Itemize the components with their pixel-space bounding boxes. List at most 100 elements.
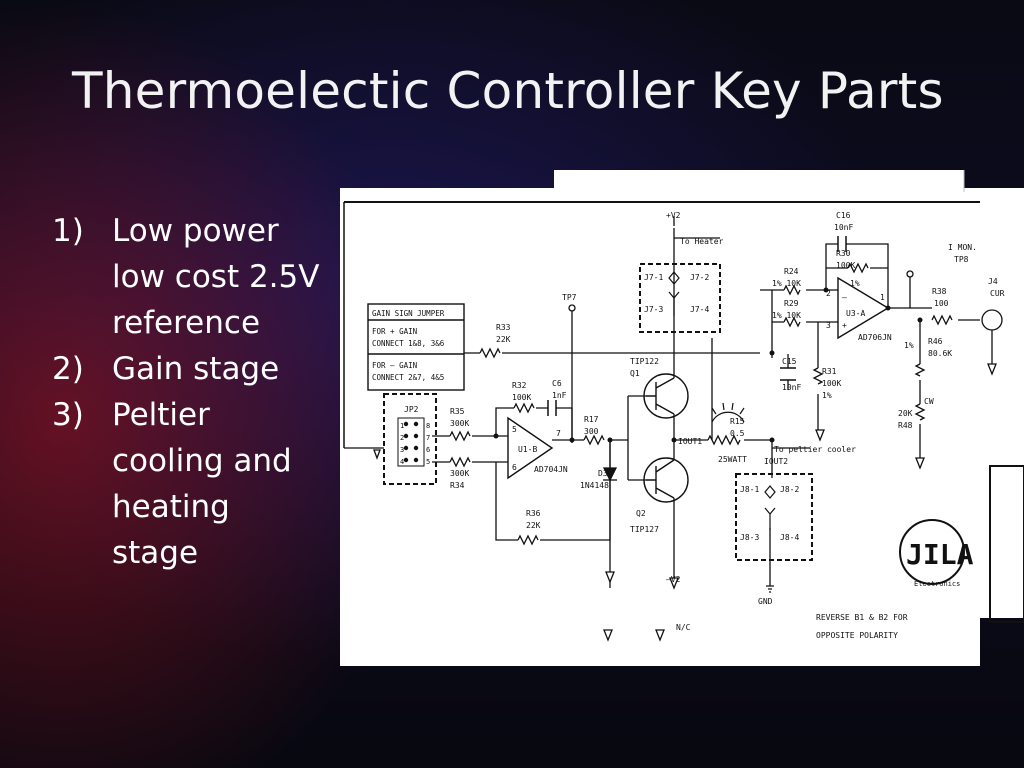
r48-symbol <box>914 403 926 421</box>
tp8-symbol <box>906 270 914 278</box>
j7-box <box>639 263 721 333</box>
label-gnd: GND <box>758 597 773 606</box>
label-tp8: TP8 <box>954 255 969 264</box>
r36-symbol <box>517 534 539 546</box>
q2-symbol <box>643 457 689 503</box>
j4-symbol <box>981 309 1003 331</box>
jp2-frame <box>397 417 425 467</box>
schematic-paper-right <box>980 188 1024 618</box>
bullet-text: Peltier cooling and heating stage <box>112 397 292 571</box>
label-r32: R32 <box>512 381 527 390</box>
schematic-svg: JILA Electronics +V2 To Heater J7-1 J7-2… <box>340 170 1024 666</box>
diode-d3 <box>602 467 618 482</box>
label-pin7: 7 <box>556 429 561 438</box>
label-cur: CUR <box>990 289 1005 298</box>
bullet-number: 2) <box>52 351 84 387</box>
label-r46-value: 80.6K <box>928 349 952 358</box>
label-r31-value: 100K <box>822 379 841 388</box>
label-to-peltier: To peltier cooler <box>774 445 856 454</box>
gain-jumper-table <box>367 303 465 391</box>
label-gain-minus-1: FOR – GAIN <box>372 361 417 370</box>
test-points <box>568 270 1003 331</box>
label-j8-2: J8-2 <box>780 485 799 494</box>
r33-symbol <box>479 347 501 359</box>
r31-symbol <box>812 367 824 385</box>
label-r36: R36 <box>526 509 541 518</box>
label-r30: R30 <box>836 249 851 258</box>
label-q1: Q1 <box>630 369 640 378</box>
logo-letters: JILA <box>906 538 974 571</box>
label-jp-7: 7 <box>426 434 430 442</box>
jack-arrows <box>668 271 776 530</box>
label-r33-value: 22K <box>496 335 511 344</box>
label-jp2: JP2 <box>404 405 419 414</box>
label-j7-1: J7-1 <box>644 273 663 282</box>
label-r34: R34 <box>450 481 465 490</box>
label-jp-3: 3 <box>400 446 404 454</box>
jp2-box <box>383 393 437 485</box>
label-j8-1: J8-1 <box>740 485 759 494</box>
label-pin6: 6 <box>512 463 517 472</box>
label-r38-value: 100 <box>934 299 949 308</box>
label-r46: R46 <box>928 337 943 346</box>
opamps <box>507 276 890 480</box>
label-r29-value: 1% 10K <box>772 311 801 320</box>
bullet-text: Low power low cost 2.5V reference <box>112 213 320 341</box>
j8-box <box>735 473 813 561</box>
label-r15-watt: 25WATT <box>718 455 747 464</box>
label-r38: R38 <box>932 287 947 296</box>
ground-symbols <box>373 363 997 642</box>
wires <box>344 216 993 588</box>
r34-symbol <box>449 456 471 468</box>
label-cw: CW <box>924 397 934 406</box>
label-r17: R17 <box>584 415 599 424</box>
label-u3a: U3-A <box>846 309 865 318</box>
label-v2-pos: +V2 <box>666 211 681 220</box>
bullet-list: 1) Low power low cost 2.5V reference 2) … <box>52 208 324 576</box>
label-r48-value: 20K <box>898 409 913 418</box>
jila-logo: JILA Electronics <box>899 519 974 588</box>
label-ad704: AD704JN <box>534 465 568 474</box>
r17-symbol <box>583 434 605 446</box>
junction-dots <box>493 287 923 443</box>
label-r35-value: 300K <box>450 419 469 428</box>
label-pin3: 3 <box>826 321 831 330</box>
label-r33: R33 <box>496 323 511 332</box>
label-gain-plus-1: FOR + GAIN <box>372 327 417 336</box>
label-reverse-note: REVERSE B1 & B2 FOR <box>816 613 908 622</box>
r35-symbol <box>449 430 471 442</box>
label-r30-tol: 1% <box>850 279 860 288</box>
label-jp-5: 5 <box>426 458 430 466</box>
label-c16: C16 <box>836 211 851 220</box>
resistors <box>449 262 953 546</box>
label-r31-tol: 1% <box>822 391 832 400</box>
slide-title: Thermoelectic Controller Key Parts <box>72 62 944 120</box>
bullet-number: 1) <box>52 213 84 249</box>
label-r15-value: 0.5 <box>730 429 745 438</box>
label-iout1: IOUT1 <box>678 437 702 446</box>
label-r29: R29 <box>784 299 799 308</box>
label-r15: R15 <box>730 417 745 426</box>
label-r24: R24 <box>784 267 799 276</box>
label-jp-1: 1 <box>400 422 404 430</box>
label-c15: C15 <box>782 357 797 366</box>
label-tp7: TP7 <box>562 293 577 302</box>
r24-symbol <box>783 284 801 296</box>
label-j8-4: J8-4 <box>780 533 799 542</box>
label-pin-plus: + <box>842 321 847 330</box>
label-d3: D3 <box>598 469 608 478</box>
bullet-item: 3) Peltier cooling and heating stage <box>52 392 324 576</box>
label-r36-value: 22K <box>526 521 541 530</box>
label-jp-8: 8 <box>426 422 430 430</box>
label-r31: R31 <box>822 367 837 376</box>
right-box <box>989 465 1024 623</box>
label-r32-value: 100K <box>512 393 531 402</box>
label-j7-3: J7-3 <box>644 305 663 314</box>
u3a-symbol <box>837 276 890 340</box>
label-jp-6: 6 <box>426 446 430 454</box>
label-tip127: TIP127 <box>630 525 659 534</box>
label-r46-tol: 1% <box>904 341 914 350</box>
schematic-paper-top <box>554 170 964 192</box>
r30-symbol <box>847 262 869 274</box>
label-j4: J4 <box>988 277 998 286</box>
